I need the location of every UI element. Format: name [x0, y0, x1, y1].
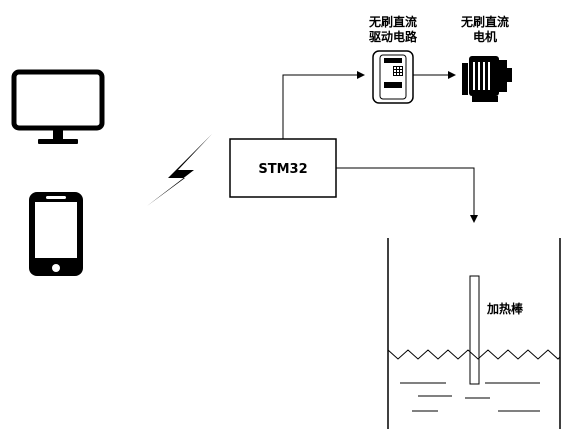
heater-label: 加热棒: [486, 301, 524, 316]
motor-driver-icon: [372, 50, 414, 104]
driver-label-line1: 无刷直流: [368, 14, 417, 29]
water-surface: [387, 349, 561, 360]
water-container: [387, 238, 561, 429]
stm32-label: STM32: [258, 162, 307, 177]
driver-label-line2: 驱动电路: [369, 29, 418, 44]
arrow-stm32-to-heater: [336, 167, 478, 223]
phone-icon: [29, 192, 83, 276]
dc-motor-icon: [462, 56, 512, 102]
motor-label-line2: 电机: [473, 29, 497, 44]
heating-rod: [469, 275, 480, 385]
motor-label-line1: 无刷直流: [460, 14, 509, 29]
water-ripples: [400, 382, 540, 412]
monitor-icon: [11, 69, 105, 144]
stm32-box: STM32: [229, 138, 337, 198]
arrow-stm32-to-driver: [282, 71, 365, 139]
lightning-icon: [147, 134, 212, 206]
